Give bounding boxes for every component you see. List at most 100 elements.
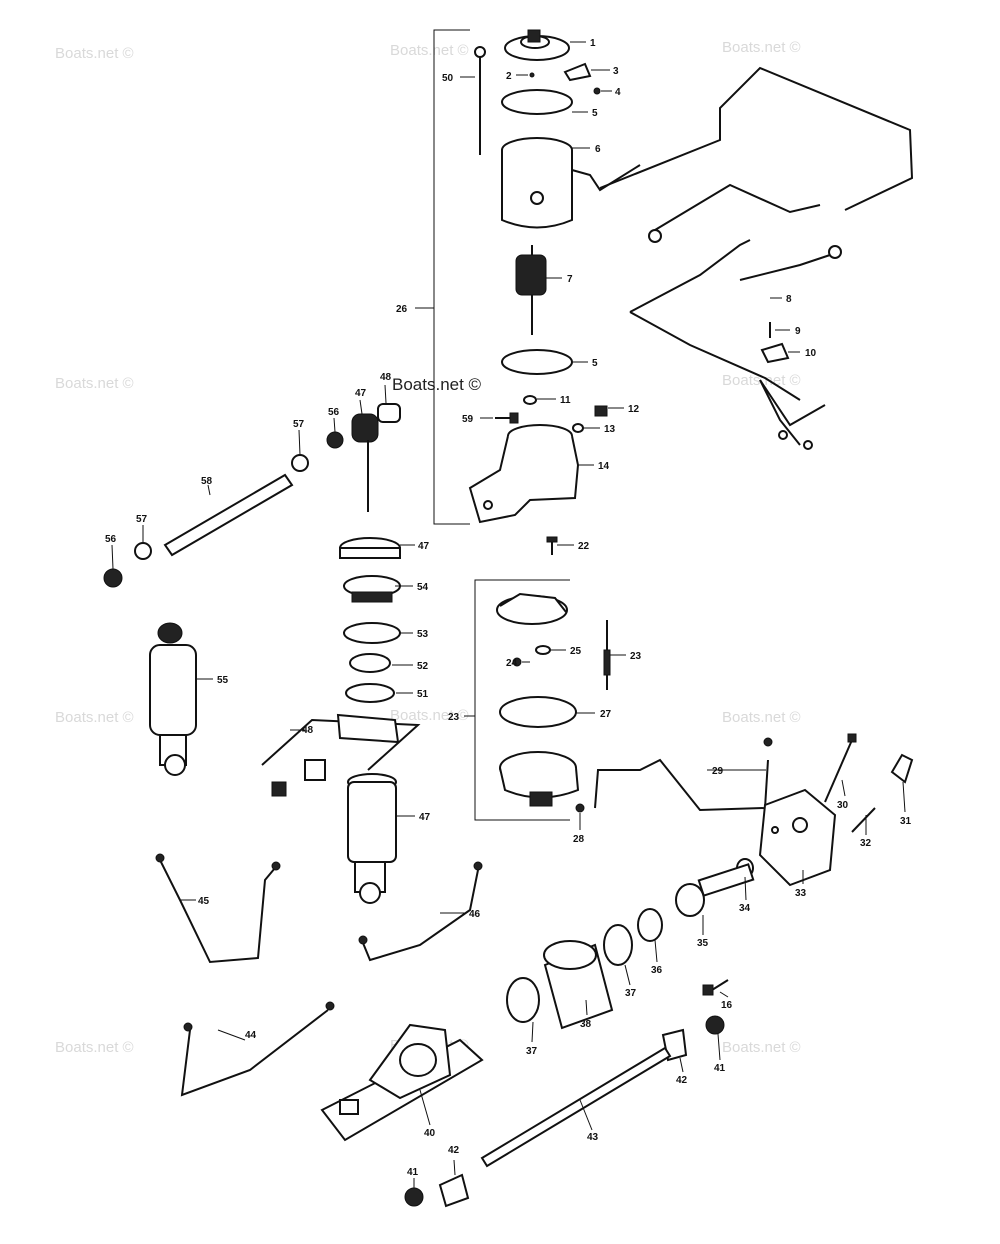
part-56-nut [326,431,344,449]
part-47-cylinder [347,773,397,904]
part-14-pump-housing [468,424,580,524]
watermark: Boats.net © [390,42,469,59]
part-47-cylinder-cap [339,537,401,559]
part-37-lower-o-ring [506,977,540,1023]
callout-50: 50 [442,73,454,84]
leader-lines [111,41,906,1188]
part-2-ball [529,72,535,78]
callout-24: 24 [506,658,518,669]
part-5-o-ring [501,89,573,115]
callout-53: 53 [417,629,429,640]
watermark: Boats.net © [722,709,801,726]
part-29-hydraulic-line [594,737,773,812]
part-27-o-ring [499,696,577,728]
callout-23: 23 [448,712,460,723]
watermark: Boats.net © [55,1039,134,1056]
watermark: Boats.net © [390,707,469,724]
callout-30: 30 [837,800,849,811]
watermark: Boats.net © [722,39,801,56]
watermark: Boats.net © [722,1039,801,1056]
callout-14: 14 [598,461,610,472]
callout-4: 4 [615,87,621,98]
part-56-lower-nut [103,568,123,588]
part-22-screw [546,536,558,555]
part-37-o-ring [603,924,633,966]
callout-2: 2 [506,71,512,82]
callout-47-cylinder: 47 [419,812,431,823]
part-16-screw [702,979,729,996]
callout-3: 3 [613,66,619,77]
part-54-piston [343,575,401,603]
callout-26: 26 [396,304,408,315]
callout-10: 10 [805,348,817,359]
callout-52: 52 [417,661,429,672]
callout-42: 42 [676,1075,688,1086]
part-33-valve-body [758,788,837,887]
part-49-bracket-kit [261,713,421,797]
callout-42-lower: 42 [448,1145,460,1156]
callout-56: 56 [328,407,340,418]
part-30-screw [824,733,857,803]
part-45-hydraulic-line [155,853,281,964]
callout-57: 57 [293,419,305,430]
part-51-o-ring [345,683,395,703]
part-25-seat [535,645,551,655]
callout-37-lower: 37 [526,1046,538,1057]
part-46-hydraulic-line [358,861,483,962]
callout-55: 55 [217,675,229,686]
part-3-clip [563,62,592,82]
callout-6: 6 [595,144,601,155]
part-40-transom-bracket [320,1023,484,1142]
callout-34: 34 [739,903,751,914]
part-42-lower-bushing [438,1173,470,1208]
part-48-bushing [377,403,401,423]
pump-assembly-bracket [474,579,570,821]
callout-31: 31 [900,816,912,827]
callout-37: 37 [625,988,637,999]
callout-43: 43 [587,1132,599,1143]
part-1-end-cap [504,29,570,61]
part-57-lower-washer [134,542,152,560]
callout-58: 58 [201,476,213,487]
motor-assembly-bracket [433,29,470,525]
callout-44: 44 [245,1030,257,1041]
part-53-o-ring [343,622,401,644]
part-23-spring-valve [603,620,611,690]
callout-8: 8 [786,294,792,305]
callout-51: 51 [417,689,429,700]
callout-1: 1 [590,38,596,49]
callout-56-lower: 56 [105,534,117,545]
part-43-tilt-tube [480,1046,672,1168]
callout-40: 40 [424,1128,436,1139]
callout-47-cap: 47 [418,541,430,552]
part-32-screw [851,807,876,833]
part-36-o-ring [637,908,663,942]
part-11-washer [523,395,537,405]
callout-41-lower: 41 [407,1167,419,1178]
callout-46: 46 [469,909,481,920]
callout-5-lower: 5 [592,358,598,369]
part-41-nut [705,1015,725,1035]
watermark: Boats.net © [55,45,134,62]
callout-27: 27 [600,709,612,720]
part-35-piston [675,863,755,917]
callout-41: 41 [714,1063,726,1074]
callout-11: 11 [560,395,571,406]
part-58-pivot-shaft [163,473,294,557]
callout-25: 25 [570,646,582,657]
callout-12: 12 [628,404,640,415]
part-57-washer [291,454,309,472]
part-23-pump-top [496,592,568,625]
callout-54: 54 [417,582,429,593]
callout-5: 5 [592,108,598,119]
callout-48-bracket: 48 [302,725,314,736]
callout-22: 22 [578,541,590,552]
part-38-cylinder-sleeve [543,940,614,1030]
callout-33: 33 [795,888,807,899]
part-52-seal [349,653,391,673]
part-44-hydraulic-line [180,1001,335,1097]
part-24-ball [512,657,522,667]
callout-45: 45 [198,896,210,907]
part-4-screw [593,87,601,95]
callout-7: 7 [567,274,573,285]
